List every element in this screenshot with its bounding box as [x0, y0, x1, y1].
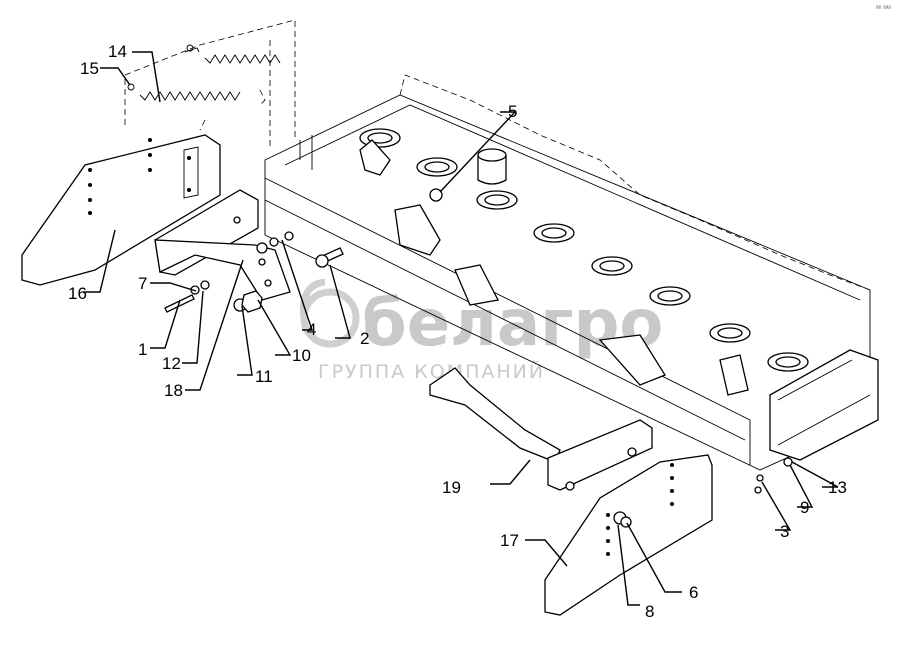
ring-sockets — [359, 128, 809, 372]
end-plate — [769, 349, 879, 461]
plate-17 — [544, 454, 713, 616]
callout-13: 13 — [828, 478, 847, 497]
callout-2: 2 — [360, 329, 369, 348]
callout-1: 1 — [138, 340, 147, 359]
callout-17: 17 — [500, 531, 519, 550]
main-frame-beam — [264, 74, 879, 471]
callout-4: 4 — [307, 320, 316, 339]
corner-mark: ᵃᵉ ᵃᵃᵃ — [876, 5, 891, 12]
leader-lines — [83, 51, 839, 606]
callout-6: 6 — [689, 583, 698, 602]
callout-5: 5 — [508, 102, 517, 121]
callout-14: 14 — [108, 42, 127, 61]
bushing — [477, 148, 507, 185]
callout-11: 11 — [255, 367, 273, 386]
callout-7: 7 — [138, 274, 147, 293]
callout-18: 18 — [164, 381, 183, 400]
plate-16 — [21, 134, 221, 286]
callout-3: 3 — [780, 522, 789, 541]
spring-14 — [139, 54, 281, 131]
callout-8: 8 — [645, 602, 654, 621]
callout-16: 16 — [68, 284, 87, 303]
callout-10: 10 — [292, 346, 311, 365]
watermark-subtitle: ГРУППА КОМПАНИЙ — [318, 360, 545, 383]
callout-19: 19 — [442, 478, 461, 497]
callout-12: 12 — [162, 354, 181, 373]
callout-15: 15 — [80, 59, 99, 78]
watermark-logo-icon — [299, 278, 360, 348]
arm-19 — [429, 367, 653, 491]
callout-9: 9 — [800, 498, 809, 517]
